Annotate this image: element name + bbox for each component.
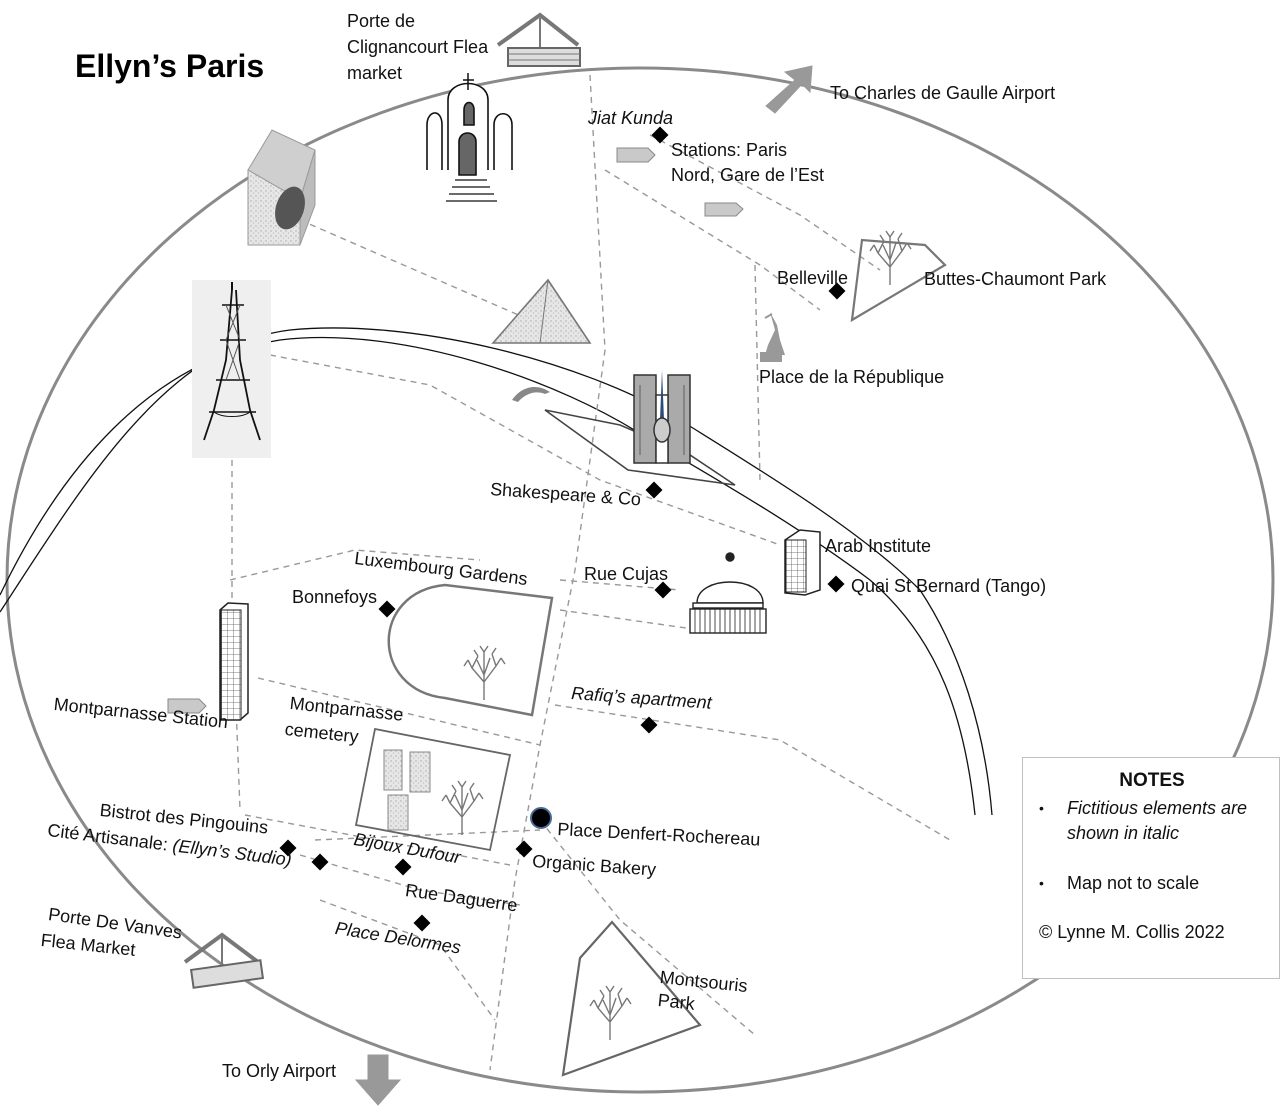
cdg-label: To Charles de Gaulle Airport <box>830 83 1056 103</box>
republique-label: Place de la République <box>759 367 945 387</box>
notes-bullet: • <box>1039 875 1044 891</box>
location-diamond-icon <box>413 914 431 932</box>
stations-label-1: Stations: Paris <box>671 140 788 160</box>
ile-de-la-cite <box>544 409 736 486</box>
tunnel-block-icon <box>247 129 316 246</box>
notes-heading: NOTES <box>1119 770 1185 791</box>
location-diamond-icon <box>515 840 533 858</box>
tower-block-icon <box>219 602 249 721</box>
montparnasse-cemetery <box>354 727 512 852</box>
location-diamond-icon <box>640 716 658 734</box>
location-markers <box>279 126 846 932</box>
dolphin-icon <box>512 386 550 402</box>
tombstone-icon <box>387 794 409 831</box>
clignancourt-label-3: market <box>347 63 403 83</box>
stations-label-2: Nord, Gare de l’Est <box>671 165 825 185</box>
location-diamond-icon <box>828 282 846 300</box>
location-diamond-icon <box>654 581 672 599</box>
buttes-chaumont-park <box>850 230 947 323</box>
seine-river <box>0 327 993 816</box>
tombstone-icon <box>383 749 403 791</box>
domed-building-icon <box>689 552 767 634</box>
notes-item1-line1: Fictitious elements are <box>1067 798 1248 818</box>
jiat-kunda-label: Jiat Kunda <box>588 108 674 128</box>
denfert-marker <box>530 807 552 829</box>
flea-market-icon <box>183 932 265 989</box>
map-title: Ellyn’s Paris <box>75 48 265 84</box>
location-diamond-icon <box>827 575 845 593</box>
notes-copyright: © Lynne M. Collis 2022 <box>1039 922 1225 942</box>
orly-label: To Orly Airport <box>222 1061 337 1081</box>
location-diamond-icon <box>378 600 396 618</box>
location-diamond-icon <box>651 126 669 144</box>
notes-item1-line2: shown in italic <box>1067 823 1180 843</box>
tree-icon <box>869 230 912 286</box>
buttes-label: Buttes-Chaumont Park <box>924 269 1107 289</box>
airport-arrow-icon <box>354 65 813 1106</box>
tower-block-icon <box>784 529 821 596</box>
notes-item2: Map not to scale <box>1067 873 1200 893</box>
location-diamond-icon <box>279 839 297 857</box>
quai-label: Quai St Bernard (Tango) <box>851 576 1047 596</box>
church-icon <box>426 73 513 202</box>
notes-bullet: • <box>1039 800 1044 816</box>
notre-dame-icon <box>633 370 691 464</box>
location-diamond-icon <box>645 481 663 499</box>
arab-institute-label: Arab Institute <box>825 536 932 556</box>
tombstone-icon <box>409 751 431 793</box>
notes-box: NOTES • Fictitious elements are shown in… <box>1022 757 1280 979</box>
station-arrow-icon <box>167 147 744 714</box>
location-diamond-icon <box>394 858 412 876</box>
montsouris-label-2: Park <box>656 989 696 1014</box>
route-lines <box>229 74 951 1071</box>
belleville-label: Belleville <box>777 268 849 288</box>
clignancourt-label-1: Porte de <box>347 11 416 31</box>
bonnefoys-label: Bonnefoys <box>292 587 378 607</box>
montsouris-park <box>561 920 702 1077</box>
clignancourt-label-2: Clignancourt Flea <box>347 37 489 57</box>
louvre-pyramid-icon <box>491 278 592 344</box>
statue-icon <box>760 312 785 362</box>
location-diamond-icon <box>311 853 329 871</box>
luxembourg-gardens <box>387 583 554 717</box>
flea-market-icon <box>496 12 581 67</box>
eiffel-tower-icon <box>192 280 271 458</box>
cujas-label: Rue Cujas <box>584 564 669 584</box>
